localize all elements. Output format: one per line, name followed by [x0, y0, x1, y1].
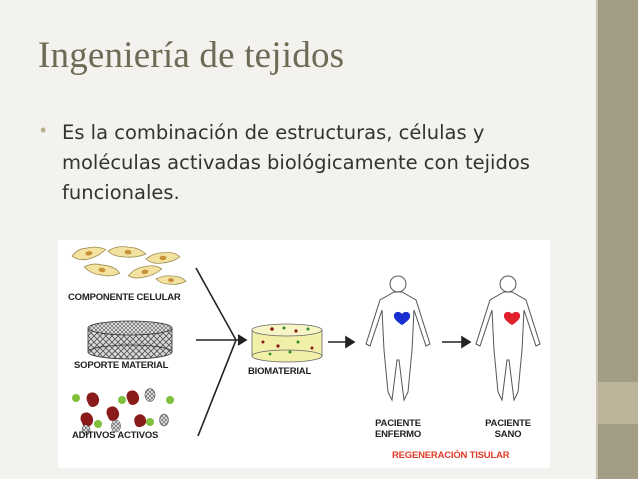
sick-patient-label-line2: ENFERMO	[374, 429, 422, 440]
active-additives-label: ADITIVOS ACTIVOS	[72, 430, 159, 441]
human-figure-icon	[475, 275, 541, 402]
healthy-patient-label: PACIENTE SANO	[476, 418, 540, 440]
additive-icon	[72, 388, 174, 436]
bullet-text: Es la combinación de estructuras, célula…	[62, 121, 530, 204]
heart-icon	[503, 311, 521, 325]
sidebar-divider	[596, 0, 598, 479]
healthy-patient-label-line2: SANO	[494, 429, 522, 440]
sick-patient-label: PACIENTE ENFERMO	[366, 418, 430, 440]
healthy-patient-label-line1: PACIENTE	[485, 418, 531, 429]
human-figure-icon	[365, 275, 431, 402]
support-material-label: SOPORTE MATERIAL	[74, 360, 169, 371]
diagram-graphics	[71, 246, 541, 437]
biomaterial-label: BIOMATERIAL	[248, 366, 312, 377]
sick-patient-label-line1: PACIENTE	[375, 418, 421, 429]
biomaterial-icon	[251, 323, 323, 363]
arrow-icon	[442, 335, 472, 349]
arrow-icon	[195, 267, 248, 437]
bullet-dot-icon: •	[40, 120, 47, 140]
cell-icon	[71, 246, 187, 285]
sidebar-accent-block	[598, 382, 638, 424]
tissue-engineering-diagram: COMPONENTE CELULAR SOPORTE MATERIAL ADIT…	[58, 240, 550, 468]
arrow-icon	[328, 335, 356, 349]
component-cell-label: COMPONENTE CELULAR	[68, 292, 181, 303]
slide-title: Ingeniería de tejidos	[38, 35, 345, 76]
scaffold-icon	[87, 320, 173, 360]
regeneration-label: REGENERACIÓN TISULAR	[392, 450, 510, 461]
heart-icon	[393, 311, 411, 325]
